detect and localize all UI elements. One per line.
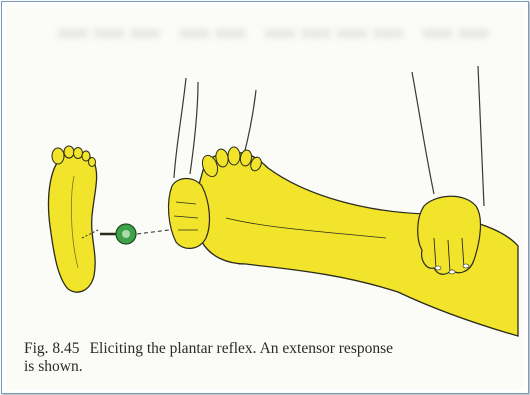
book-page: ▬▬▬ ▬▬ ▬▬▬▬ ▬▬ ▬▬▬	[6, 6, 524, 389]
hand-on-shin	[418, 196, 481, 274]
caption-text: Eliciting the plantar reflex. An extenso…	[90, 340, 393, 357]
caption-line-2: is shown.	[24, 358, 524, 376]
foot-sole-icon	[49, 146, 98, 292]
figure-label: Fig. 8.45	[24, 340, 80, 357]
caption-line-1: Fig. 8.45 Eliciting the plantar reflex. A…	[24, 340, 524, 358]
plantar-reflex-illustration	[6, 6, 524, 389]
hand-icon	[169, 179, 210, 249]
figure-caption: Fig. 8.45 Eliciting the plantar reflex. A…	[24, 340, 524, 376]
